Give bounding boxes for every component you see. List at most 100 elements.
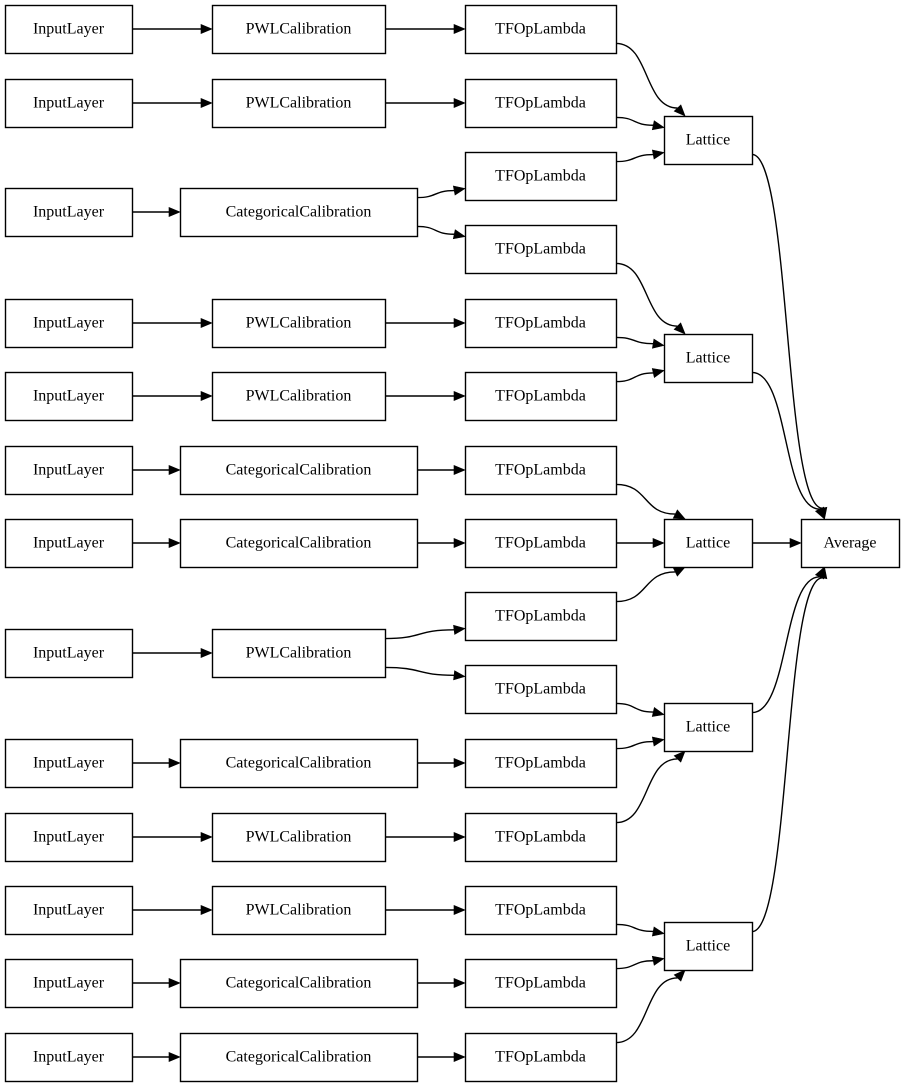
node-box (663, 333, 754, 384)
node-box (211, 298, 387, 349)
node-lambda-l14[interactable]: TFOpLambda (464, 958, 618, 1009)
node-lattice-lat4[interactable]: Lattice (663, 702, 754, 753)
edge-l5-to-lat2 (615, 336, 654, 345)
node-calib-pwl-c2[interactable]: PWLCalibration (211, 78, 387, 129)
node-lambda-l8[interactable]: TFOpLambda (464, 518, 618, 569)
node-lambda-l4[interactable]: TFOpLambda (464, 224, 618, 275)
arrowhead-icon (200, 831, 213, 843)
node-box (211, 4, 387, 55)
node-average-avg[interactable]: Average (800, 518, 901, 569)
node-lattice-lat2[interactable]: Lattice (663, 333, 754, 384)
node-lambda-l6[interactable]: TFOpLambda (464, 371, 618, 422)
node-input-in9[interactable]: InputLayer (4, 738, 134, 789)
arrowhead-icon (200, 904, 213, 916)
node-input-in4[interactable]: InputLayer (4, 298, 134, 349)
arrowhead-icon (453, 537, 466, 549)
node-calib-cat-c7[interactable]: CategoricalCalibration (179, 518, 419, 569)
node-lambda-l13[interactable]: TFOpLambda (464, 885, 618, 936)
node-box (464, 371, 618, 422)
node-label: TFOpLambda (495, 975, 586, 992)
node-calib-pwl-c10[interactable]: PWLCalibration (211, 812, 387, 863)
node-box (179, 958, 419, 1009)
node-calib-cat-c12[interactable]: CategoricalCalibration (179, 958, 419, 1009)
node-input-in1[interactable]: InputLayer (4, 4, 134, 55)
node-input-in7[interactable]: InputLayer (4, 518, 134, 569)
arrowhead-icon (453, 1051, 466, 1063)
node-input-in3[interactable]: InputLayer (4, 187, 134, 238)
node-input-in8[interactable]: InputLayer (4, 628, 134, 679)
node-box (211, 78, 387, 129)
node-lattice-lat1[interactable]: Lattice (663, 115, 754, 166)
node-lambda-l5[interactable]: TFOpLambda (464, 298, 618, 349)
node-lambda-l7[interactable]: TFOpLambda (464, 445, 618, 496)
node-label: InputLayer (33, 645, 105, 662)
edge-l4-to-lat2 (615, 262, 678, 327)
node-calib-pwl-c8[interactable]: PWLCalibration (211, 628, 387, 679)
node-input-in11[interactable]: InputLayer (4, 885, 134, 936)
arrowhead-icon (789, 537, 802, 549)
node-label: CategoricalCalibration (226, 755, 372, 772)
node-input-in10[interactable]: InputLayer (4, 812, 134, 863)
edge-l6-to-lat2 (615, 372, 654, 383)
node-label: TFOpLambda (495, 168, 586, 185)
node-box (4, 298, 134, 349)
node-lambda-l2[interactable]: TFOpLambda (464, 78, 618, 129)
node-box (464, 518, 618, 569)
node-calib-pwl-c4[interactable]: PWLCalibration (211, 298, 387, 349)
node-input-in13[interactable]: InputLayer (4, 1032, 134, 1083)
node-label: InputLayer (33, 1049, 105, 1066)
node-box (4, 187, 134, 238)
node-calib-cat-c9[interactable]: CategoricalCalibration (179, 738, 419, 789)
node-box (179, 1032, 419, 1083)
node-box (179, 445, 419, 496)
arrowhead-icon (168, 1051, 181, 1063)
node-label: Average (824, 535, 877, 552)
arrowhead-icon (168, 464, 181, 476)
node-calib-cat-c13[interactable]: CategoricalCalibration (179, 1032, 419, 1083)
node-lambda-l9[interactable]: TFOpLambda (464, 591, 618, 642)
node-input-in12[interactable]: InputLayer (4, 958, 134, 1009)
edge-l9-to-lat3 (615, 571, 676, 603)
node-lambda-l10[interactable]: TFOpLambda (464, 664, 618, 715)
edge-l14-to-lat5 (615, 960, 654, 970)
arrowhead-icon (200, 23, 213, 35)
node-box (4, 812, 134, 863)
edge-l15-to-lat5 (615, 977, 678, 1044)
node-box (179, 518, 419, 569)
node-input-in5[interactable]: InputLayer (4, 371, 134, 422)
node-box (464, 885, 618, 936)
node-lambda-l1[interactable]: TFOpLambda (464, 4, 618, 55)
node-calib-cat-c3[interactable]: CategoricalCalibration (179, 187, 419, 238)
node-label: TFOpLambda (495, 755, 586, 772)
node-input-in2[interactable]: InputLayer (4, 78, 134, 129)
arrowhead-icon (673, 104, 686, 117)
arrowhead-icon (200, 97, 213, 109)
node-lattice-lat3[interactable]: Lattice (663, 518, 754, 569)
node-box (4, 1032, 134, 1083)
node-box (4, 4, 134, 55)
arrowhead-icon (651, 149, 665, 160)
node-lambda-l15[interactable]: TFOpLambda (464, 1032, 618, 1083)
arrowhead-icon (168, 206, 181, 218)
node-label: TFOpLambda (495, 95, 586, 112)
node-calib-pwl-c1[interactable]: PWLCalibration (211, 4, 387, 55)
node-calib-cat-c6[interactable]: CategoricalCalibration (179, 445, 419, 496)
node-lattice-lat5[interactable]: Lattice (663, 921, 754, 972)
node-label: InputLayer (33, 95, 105, 112)
node-label: TFOpLambda (495, 388, 586, 405)
node-box (4, 371, 134, 422)
node-box (464, 151, 618, 202)
node-label: InputLayer (33, 204, 105, 221)
node-label: PWLCalibration (246, 315, 352, 332)
arrowhead-icon (651, 120, 665, 131)
node-label: CategoricalCalibration (226, 975, 372, 992)
node-label: TFOpLambda (495, 1049, 586, 1066)
node-calib-pwl-c5[interactable]: PWLCalibration (211, 371, 387, 422)
node-lambda-l12[interactable]: TFOpLambda (464, 812, 618, 863)
node-lambda-l3[interactable]: TFOpLambda (464, 151, 618, 202)
node-label: TFOpLambda (495, 535, 586, 552)
node-lambda-l11[interactable]: TFOpLambda (464, 738, 618, 789)
node-input-in6[interactable]: InputLayer (4, 445, 134, 496)
node-label: Lattice (686, 938, 730, 955)
node-calib-pwl-c11[interactable]: PWLCalibration (211, 885, 387, 936)
